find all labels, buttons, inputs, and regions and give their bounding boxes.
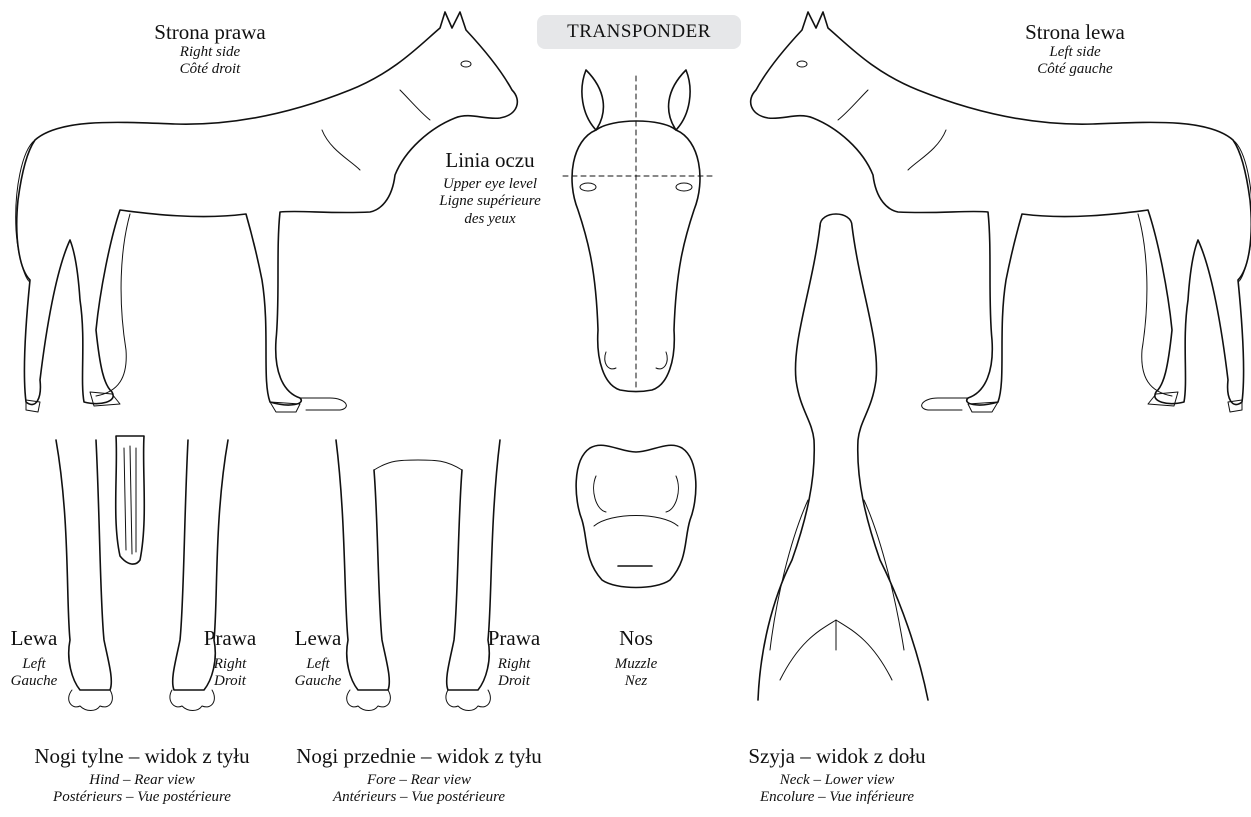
fore-right-en: Right (480, 656, 548, 673)
eye-line-label: Linia oczu Upper eye level Ligne supérie… (420, 148, 560, 228)
right-side-fr: Côté droit (140, 61, 280, 78)
eye-line-fr1: Ligne supérieure (420, 193, 560, 210)
fore-right-fr: Droit (480, 673, 548, 690)
neck-lower-view-drawing (758, 214, 928, 700)
left-side-title: Strona lewa (1010, 20, 1140, 44)
neck-caption-title: Szyja – widok z dołu (712, 744, 962, 768)
neck-caption-fr: Encolure – Vue inférieure (712, 789, 962, 806)
fore-left-en: Left (288, 656, 348, 673)
right-side-label: Strona prawa Right side Côté droit (140, 20, 280, 79)
eye-line-en: Upper eye level (420, 176, 560, 193)
fore-caption-title: Nogi przednie – widok z tyłu (282, 744, 556, 768)
muzzle-drawing (576, 445, 696, 587)
neck-caption: Szyja – widok z dołu Neck – Lower view E… (712, 744, 962, 807)
fore-legs-caption: Nogi przednie – widok z tyłu Fore – Rear… (282, 744, 556, 807)
fore-caption-fr: Antérieurs – Vue postérieure (282, 789, 556, 806)
hind-legs-caption: Nogi tylne – widok z tyłu Hind – Rear vi… (0, 744, 284, 807)
hind-left-en: Left (4, 656, 64, 673)
left-side-en: Left side (1010, 44, 1140, 61)
left-side-label: Strona lewa Left side Côté gauche (1010, 20, 1140, 79)
hind-right-en: Right (196, 656, 264, 673)
fore-right-label: Prawa Right Droit (480, 626, 548, 691)
head-front-view-drawing (563, 70, 712, 392)
fore-caption-en: Fore – Rear view (282, 772, 556, 789)
hind-caption-title: Nogi tylne – widok z tyłu (0, 744, 284, 768)
horse-left-side-drawing (751, 12, 1251, 412)
hind-caption-en: Hind – Rear view (0, 772, 284, 789)
hind-left-label: Lewa Left Gauche (4, 626, 64, 691)
eye-line-title: Linia oczu (420, 148, 560, 172)
hind-left-title: Lewa (4, 626, 64, 650)
muzzle-en: Muzzle (596, 656, 676, 673)
left-side-fr: Côté gauche (1010, 61, 1140, 78)
fore-right-title: Prawa (480, 626, 548, 650)
fore-left-fr: Gauche (288, 673, 348, 690)
fore-left-label: Lewa Left Gauche (288, 626, 348, 691)
fore-left-title: Lewa (288, 626, 348, 650)
muzzle-fr: Nez (596, 673, 676, 690)
transponder-badge: TRANSPONDER (537, 15, 741, 49)
eye-line-fr2: des yeux (420, 211, 560, 228)
neck-caption-en: Neck – Lower view (712, 772, 962, 789)
hind-left-fr: Gauche (4, 673, 64, 690)
right-side-title: Strona prawa (140, 20, 280, 44)
muzzle-title: Nos (596, 626, 676, 650)
right-side-en: Right side (140, 44, 280, 61)
hind-right-label: Prawa Right Droit (196, 626, 264, 691)
fore-legs-drawing (336, 440, 500, 711)
hind-right-title: Prawa (196, 626, 264, 650)
hind-caption-fr: Postérieurs – Vue postérieure (0, 789, 284, 806)
muzzle-label: Nos Muzzle Nez (596, 626, 676, 691)
hind-right-fr: Droit (196, 673, 264, 690)
